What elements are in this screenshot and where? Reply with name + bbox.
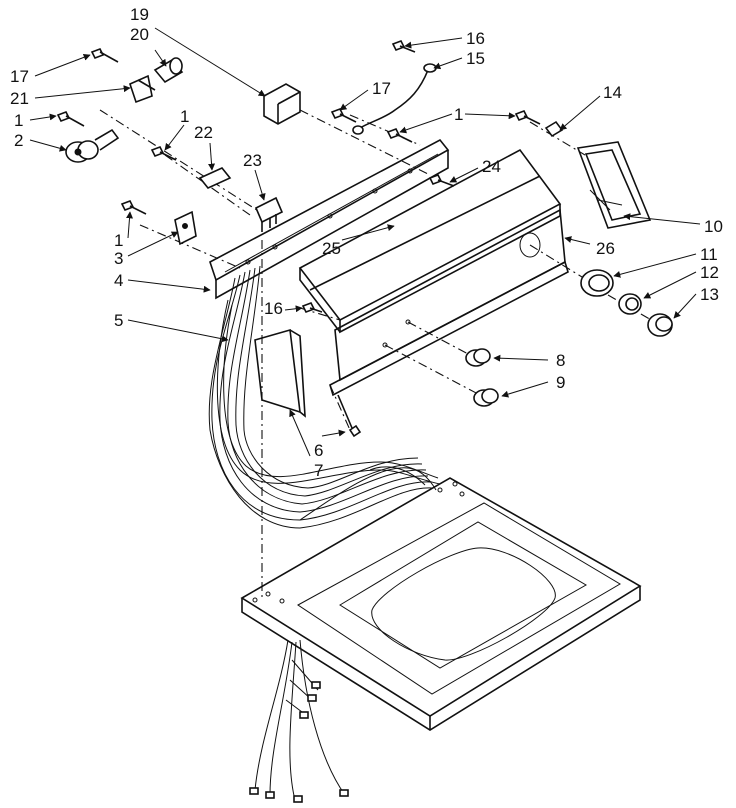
- callout-1d: 1: [114, 231, 123, 250]
- callout-7: 7: [314, 461, 323, 480]
- screw-1b: [150, 145, 177, 161]
- callout-16a: 16: [466, 29, 485, 48]
- control-panel-back-plate: [209, 138, 450, 300]
- callout-5: 5: [114, 311, 123, 330]
- screw-24: [428, 173, 455, 187]
- callout-3: 3: [114, 249, 123, 268]
- callout-4: 4: [114, 271, 123, 290]
- callout-15: 15: [466, 49, 485, 68]
- leader-lines: [29, 27, 701, 457]
- callout-26: 26: [596, 239, 615, 258]
- callout-16b: 16: [264, 299, 283, 318]
- end-cap: [254, 328, 306, 418]
- connector-23: [254, 196, 284, 232]
- callout-12: 12: [700, 263, 719, 282]
- switch-2: [65, 128, 120, 163]
- callout-19: 19: [130, 5, 149, 24]
- callout-13: 13: [700, 285, 719, 304]
- screw-1e: [514, 109, 541, 125]
- screw-1a: [56, 110, 85, 127]
- knob-13: [647, 313, 673, 337]
- screw-17b: [330, 107, 357, 123]
- callout-1a: 1: [14, 111, 23, 130]
- knob-9: [473, 388, 499, 407]
- screw-16a: [391, 39, 416, 53]
- right-end-cap: [576, 141, 652, 229]
- wire-harness: [208, 265, 441, 529]
- callout-21: 21: [10, 89, 29, 108]
- callout-14: 14: [603, 83, 622, 102]
- terminal-block-19: [263, 83, 301, 125]
- clip-14: [544, 120, 564, 138]
- bracket-21: [129, 74, 156, 104]
- callout-8: 8: [556, 351, 565, 370]
- callout-23: 23: [243, 151, 262, 170]
- callout-17a: 17: [10, 67, 29, 86]
- screw-16b: [301, 301, 323, 314]
- callout-10: 10: [704, 217, 723, 236]
- knob-8: [465, 348, 491, 367]
- callout-2: 2: [14, 131, 23, 150]
- callout-24: 24: [482, 157, 501, 176]
- lower-wire-leads: [249, 639, 349, 803]
- capacitor-20: [153, 57, 184, 84]
- callout-9: 9: [556, 373, 565, 392]
- callout-6: 6: [314, 441, 323, 460]
- ring-12: [618, 293, 642, 315]
- screw-1d: [386, 127, 413, 143]
- clip-22: [198, 167, 232, 189]
- top-panel: [240, 477, 642, 731]
- callout-11: 11: [700, 245, 718, 264]
- callout-17b: 17: [372, 79, 391, 98]
- callout-1c: 1: [454, 105, 463, 124]
- screw-17a: [90, 47, 119, 63]
- callout-1b: 1: [180, 107, 189, 126]
- callout-labels: 19 20 17 21 1 2 1 22 23 16 15 17 1 14 24…: [10, 5, 723, 480]
- console-front-panel: [329, 208, 569, 397]
- seal-11: [580, 269, 614, 297]
- ground-wire-15: [352, 63, 437, 135]
- callout-25: 25: [322, 239, 341, 258]
- callout-22: 22: [194, 123, 213, 142]
- screw-6: [337, 394, 362, 438]
- screw-1c: [120, 199, 147, 215]
- switch-3: [174, 210, 197, 246]
- callout-20: 20: [130, 25, 149, 44]
- assembly-lines: [99, 109, 661, 600]
